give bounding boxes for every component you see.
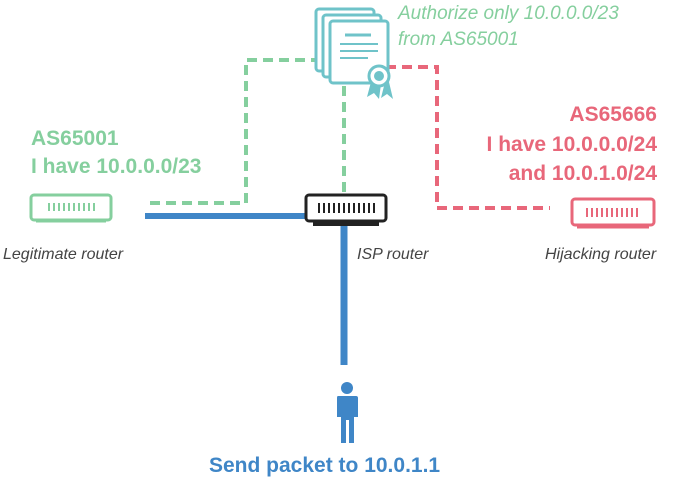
certificate-icon [314,7,393,99]
legitimate-as-number: AS65001 [31,127,119,150]
legitimate-router-icon [29,193,113,223]
hijacker-announcement-line1: I have 10.0.0.0/24 [486,133,657,156]
legitimate-to-certificate-dashed-line [150,58,322,205]
isp-router-icon [304,193,388,226]
person-icon [337,382,358,443]
legitimate-router-caption: Legitimate router [3,246,124,263]
hijacking-router-icon [570,197,656,229]
certificate-note-line1: Authorize only 10.0.0.0/23 [398,3,619,24]
hijacking-router-caption: Hijacking router [545,246,657,263]
hijacker-as-number: AS65666 [569,103,657,126]
legitimate-announcement: I have 10.0.0.0/23 [31,155,202,178]
user-action-label: Send packet to 10.0.1.1 [209,454,441,477]
isp-router-caption: ISP router [357,246,429,263]
hijacker-announcement-line2: and 10.0.1.0/24 [508,162,657,185]
hijacker-dashed-line [386,65,550,210]
certificate-note-line2: from AS65001 [398,29,519,50]
